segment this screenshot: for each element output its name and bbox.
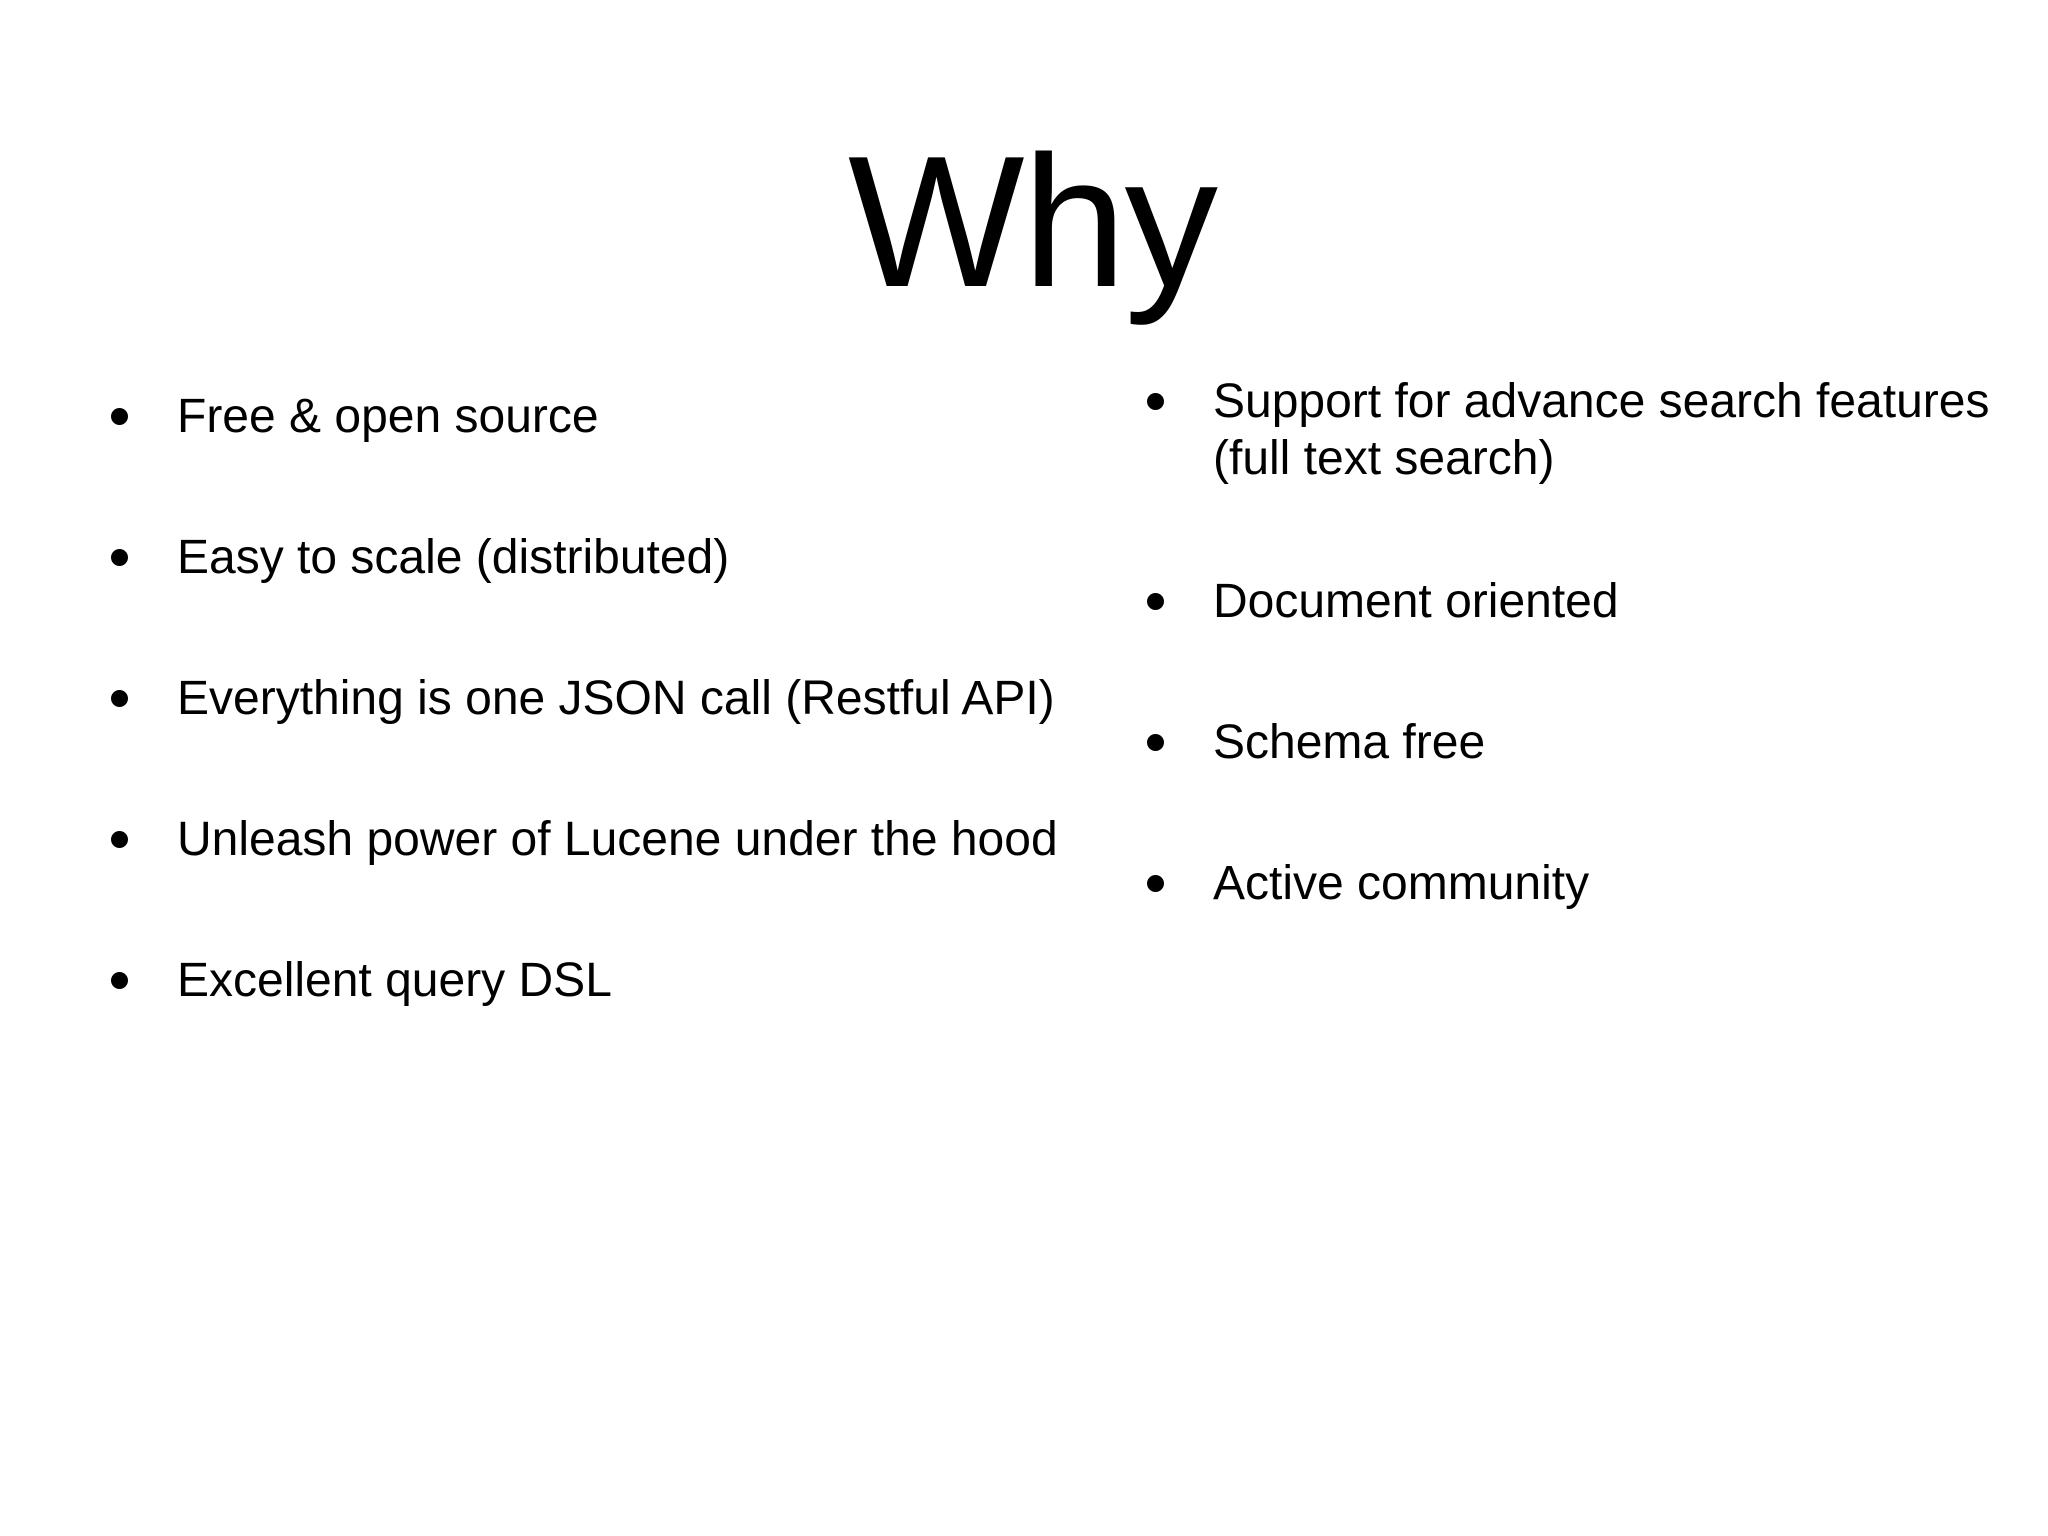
bullet-dot-icon bbox=[1147, 734, 1164, 751]
bullet-dot-icon bbox=[111, 972, 128, 989]
bullet-dot-icon bbox=[111, 549, 128, 566]
bullet-text: Unleash power of Lucene under the hood bbox=[177, 813, 1058, 866]
right-bullet-list: Support for advance search features (ful… bbox=[1147, 373, 2027, 953]
bullet-text: Schema free bbox=[1213, 716, 1486, 769]
bullet-dot-icon bbox=[111, 690, 128, 707]
bullet-text: Active community bbox=[1213, 857, 1590, 910]
bullet-dot-icon bbox=[111, 408, 128, 425]
left-bullet-list: Free & open source Easy to scale (distri… bbox=[111, 388, 1071, 1028]
bullet-dot-icon bbox=[1147, 593, 1164, 610]
bullet-text: Document oriented bbox=[1213, 575, 1619, 628]
bullet-text: Everything is one JSON call (Restful API… bbox=[177, 672, 1055, 725]
bullet-text: Easy to scale (distributed) bbox=[177, 531, 730, 584]
bullet-text: Free & open source bbox=[177, 390, 599, 443]
bullet-dot-icon bbox=[111, 831, 128, 848]
bullet-dot-icon bbox=[1147, 875, 1164, 892]
slide-title: Why bbox=[848, 117, 1218, 326]
bullet-dot-icon bbox=[1147, 393, 1164, 410]
bullet-text: Excellent query DSL bbox=[177, 954, 612, 1007]
bullet-text: Support for advance search features (ful… bbox=[1213, 375, 1990, 485]
